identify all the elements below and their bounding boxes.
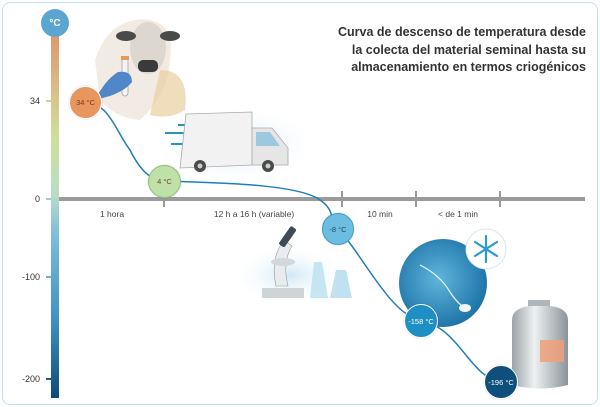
temp-point-34: 34 °C — [69, 86, 102, 119]
scale-tick-minus-200: -200 — [21, 374, 40, 384]
cryogenic-tank-illustration — [512, 300, 568, 389]
segment-label-12-16h: 12 h a 16 h (variable) — [213, 209, 295, 219]
celsius-unit-badge: °C — [41, 9, 69, 37]
temp-point-minus-196: -196 °C — [484, 365, 518, 399]
scale-tick-34: 34 — [29, 96, 40, 106]
temp-point-minus-158: -158 °C — [404, 304, 438, 338]
temp-point-4: 4 °C — [148, 165, 181, 198]
diagram-title: Curva de descenso de temperatura desde l… — [338, 24, 586, 77]
scale-tick-0: 0 — [34, 194, 40, 204]
segment-label-10-min: 10 min — [367, 209, 393, 219]
snowflake-icon — [465, 228, 507, 270]
scale-ticks — [46, 100, 51, 380]
microscope-lab-illustration — [230, 226, 352, 305]
time-axis — [59, 191, 585, 207]
title-line-3: almacenamiento en termos criogénicos — [351, 60, 586, 74]
temp-point-minus-8: -8 °C — [322, 213, 354, 245]
title-line-1: Curva de descenso de temperatura desde — [337, 25, 586, 39]
segment-label-less-1-min: < de 1 min — [438, 209, 478, 219]
title-line-2: la colecta del material seminal hasta su — [351, 42, 586, 57]
gloved-hand-with-tube-illustration — [95, 56, 132, 100]
cow-illustration — [95, 19, 186, 120]
scale-tick-minus-100: -100 — [21, 272, 40, 282]
truck-illustration — [150, 105, 320, 185]
temperature-scale-bar — [51, 30, 59, 398]
segment-label-1-hora: 1 hora — [99, 209, 125, 219]
